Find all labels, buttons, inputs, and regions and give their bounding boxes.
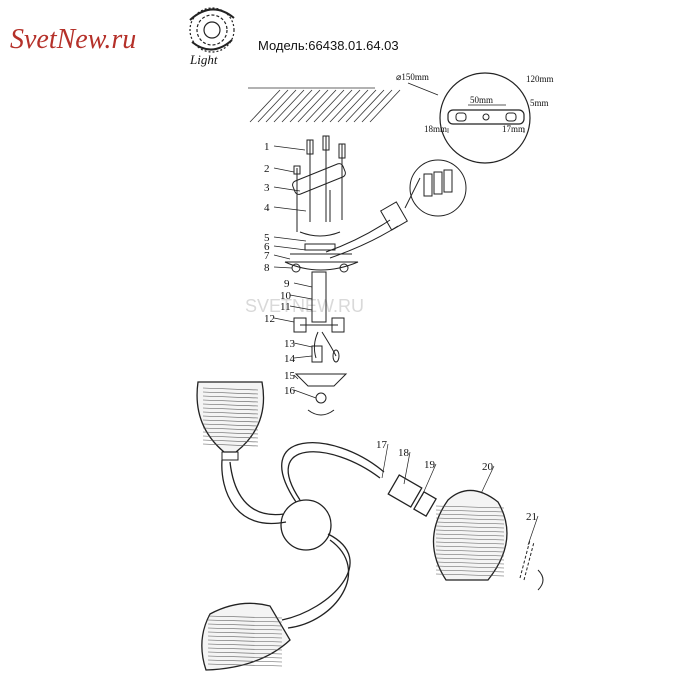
part-number-1: 1	[264, 141, 270, 153]
part-number-20: 20	[482, 461, 494, 473]
leader-line	[527, 515, 539, 546]
dim-left-offset: 18mm	[424, 124, 447, 134]
bracket-detail: ⌀150mm 120mm 50mm 5mm 18mm 17mm	[396, 72, 554, 164]
leader-line	[421, 463, 437, 497]
part-number-4: 4	[264, 202, 270, 214]
chandelier-body	[221, 442, 437, 629]
leader-line	[273, 145, 306, 151]
rotate-arrow-icon	[299, 231, 341, 237]
terminal-block	[380, 201, 408, 231]
part-number-6: 6	[264, 241, 270, 253]
dim-diameter: ⌀150mm	[396, 72, 429, 82]
part-number-3: 3	[264, 182, 270, 194]
logo-brand-text: SvetNew.ru	[10, 24, 136, 55]
leader-line	[273, 266, 293, 269]
screw-icon	[293, 135, 346, 232]
part-number-19: 19	[424, 459, 436, 471]
part-number-15: 15	[284, 370, 296, 382]
logo-swirl-icon	[189, 7, 235, 53]
glass-shade-bottom-left	[201, 602, 291, 671]
part-number-10: 10	[280, 290, 292, 302]
leader-line	[273, 186, 301, 192]
leader-line	[293, 374, 299, 380]
center-ball	[280, 499, 332, 551]
glass-shade-top-left	[196, 381, 265, 461]
leader-line	[273, 245, 307, 251]
dim-slot: 5mm	[530, 98, 549, 108]
glass-shade-right	[432, 489, 508, 581]
part-number-13: 13	[284, 338, 296, 350]
model-label: Модель:66438.01.64.03	[258, 38, 399, 53]
dim-width: 120mm	[526, 74, 554, 84]
mounting-bracket	[292, 163, 346, 195]
part-number-9: 9	[284, 278, 290, 290]
leader-line	[273, 254, 291, 260]
part-number-14: 14	[284, 353, 296, 365]
part-number-7: 7	[264, 250, 270, 262]
part-number-21: 21	[526, 511, 537, 523]
leader-line	[381, 443, 389, 479]
part-number-18: 18	[398, 447, 410, 459]
part-number-16: 16	[284, 385, 296, 397]
watermark: SVETNEW.RU	[245, 296, 364, 316]
bulb-base	[413, 490, 437, 518]
brand-logo: SvetNew.ru Light	[10, 7, 235, 67]
lamp-bulb	[519, 539, 544, 591]
rotate-arrow-icon	[537, 569, 544, 591]
leader-line	[289, 294, 313, 300]
part-number-12: 12	[264, 313, 275, 325]
leader-line	[273, 317, 295, 323]
ceiling-hatch	[248, 87, 401, 123]
leader-line	[289, 305, 313, 311]
rotate-arrow-icon	[307, 409, 335, 416]
center-rod	[311, 271, 327, 323]
leader-line	[293, 282, 313, 288]
leader-line	[293, 355, 313, 359]
mounting-assembly	[284, 135, 467, 416]
socket	[387, 474, 423, 508]
dim-spacing: 50mm	[470, 95, 493, 105]
leader-line	[273, 236, 307, 242]
bracket-plate	[447, 109, 525, 125]
leader-line	[293, 389, 317, 399]
part-number-2: 2	[264, 163, 270, 175]
part-number-5: 5	[264, 232, 270, 244]
part-number-17: 17	[376, 439, 388, 451]
leader-line	[273, 206, 307, 212]
dim-right-offset: 17mm	[502, 124, 525, 134]
leader-line	[293, 342, 313, 348]
part-number-8: 8	[264, 262, 270, 274]
part-number-11: 11	[280, 301, 291, 313]
connector-detail	[409, 159, 467, 217]
leader-line	[273, 167, 295, 173]
logo-sub-text: Light	[189, 52, 218, 67]
